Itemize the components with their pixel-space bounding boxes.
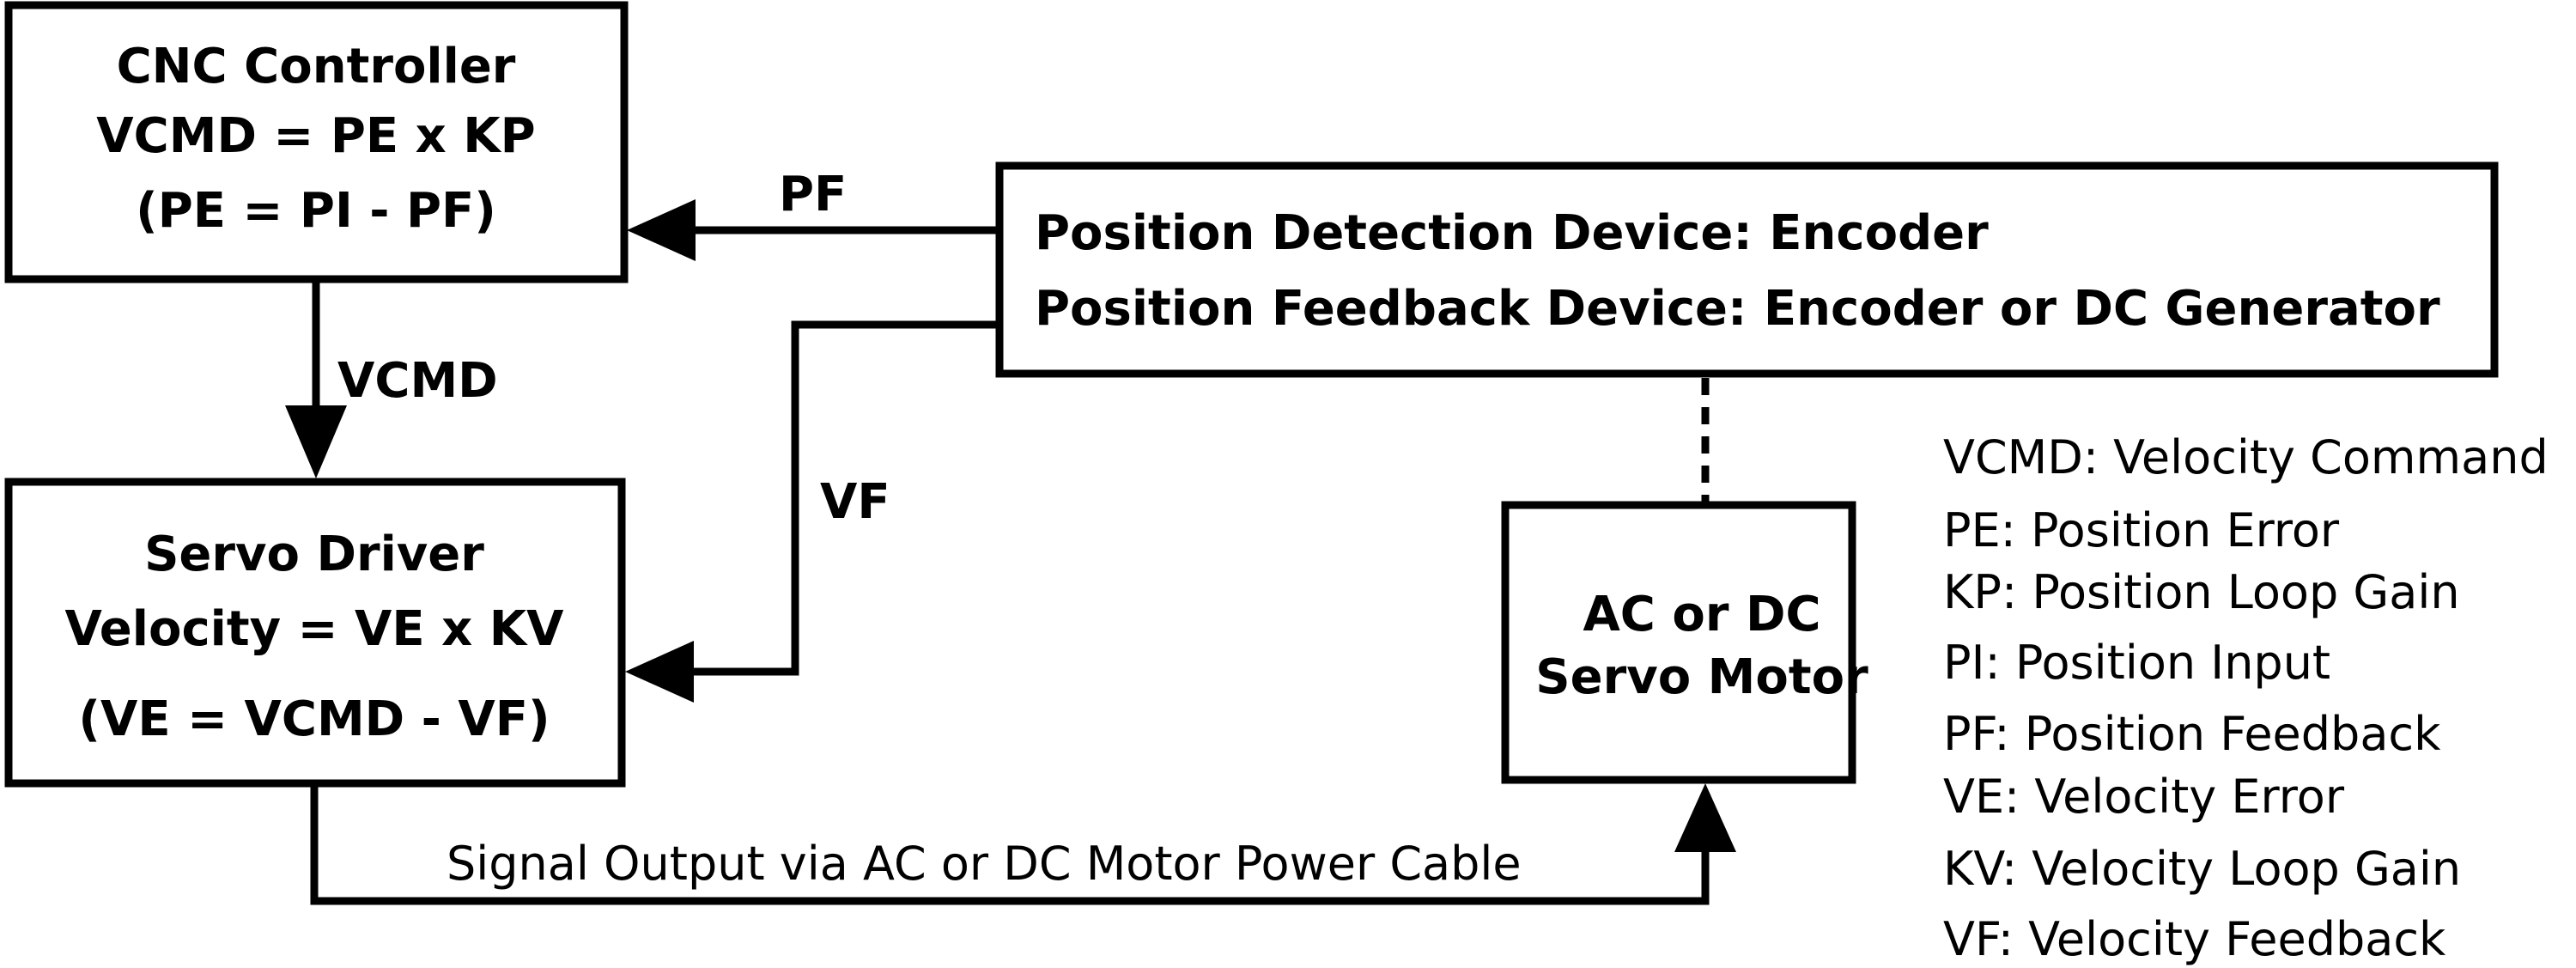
- legend-item: PE: Position Error: [1943, 503, 2340, 557]
- cnc-controller-frame: [4, 1, 629, 283]
- cnc-controller-box: CNC Controller VCMD = PE x KP (PE = PI -…: [4, 1, 629, 283]
- cnc-controller-title: CNC Controller: [117, 39, 516, 94]
- position-device-frame: [995, 161, 2499, 378]
- vf-arrowhead: [625, 641, 694, 703]
- vcmd-arrowhead: [285, 405, 347, 478]
- servo-driver-formula: Velocity = VE x KV: [65, 601, 565, 657]
- legend-item: VE: Velocity Error: [1943, 770, 2345, 824]
- legend-item: KP: Position Loop Gain: [1943, 565, 2460, 619]
- pf-label: PF: [779, 167, 847, 222]
- position-device-box: Position Detection Device: Encoder Posit…: [995, 161, 2499, 378]
- vf-line: [687, 320, 999, 676]
- cnc-controller-formula: VCMD = PE x KP: [96, 108, 535, 164]
- power-cable-arrow: Signal Output via AC or DC Motor Power C…: [310, 783, 1736, 905]
- position-device-line1: Position Detection Device: Encoder: [1035, 205, 1989, 261]
- power-cable-arrowhead: [1674, 783, 1736, 852]
- servo-motor-box: AC or DC Servo Motor: [1501, 501, 1868, 784]
- legend-item: VF: Velocity Feedback: [1943, 912, 2446, 966]
- power-cable-line: [310, 787, 1710, 905]
- servo-motor-line2: Servo Motor: [1535, 649, 1868, 705]
- legend-item: PI: Position Input: [1943, 636, 2330, 690]
- servo-motor-frame: [1501, 501, 1856, 784]
- vcmd-arrow: VCMD: [285, 283, 498, 478]
- pf-arrow: PF: [627, 167, 999, 261]
- legend-item: PF: Position Feedback: [1943, 707, 2441, 761]
- servo-driver-title: Servo Driver: [144, 527, 484, 582]
- legend-item: KV: Velocity Loop Gain: [1943, 842, 2461, 896]
- power-cable-label: Signal Output via AC or DC Motor Power C…: [447, 837, 1522, 891]
- servo-driver-frame: [4, 478, 626, 788]
- servo-driver-sub-formula: (VE = VCMD - VF): [78, 691, 550, 747]
- abbreviation-legend: VCMD: Velocity Command PE: Position Erro…: [1943, 430, 2549, 966]
- pf-arrowhead: [627, 199, 696, 261]
- position-device-line2: Position Feedback Device: Encoder or DC …: [1035, 281, 2440, 337]
- vcmd-label: VCMD: [337, 353, 498, 409]
- vf-arrow: VF: [625, 320, 999, 703]
- servo-motor-line1: AC or DC: [1583, 587, 1820, 642]
- cnc-controller-sub-formula: (PE = PI - PF): [136, 183, 496, 239]
- legend-item: VCMD: Velocity Command: [1943, 430, 2549, 484]
- vf-label: VF: [820, 474, 890, 530]
- servo-driver-box: Servo Driver Velocity = VE x KV (VE = VC…: [4, 478, 626, 788]
